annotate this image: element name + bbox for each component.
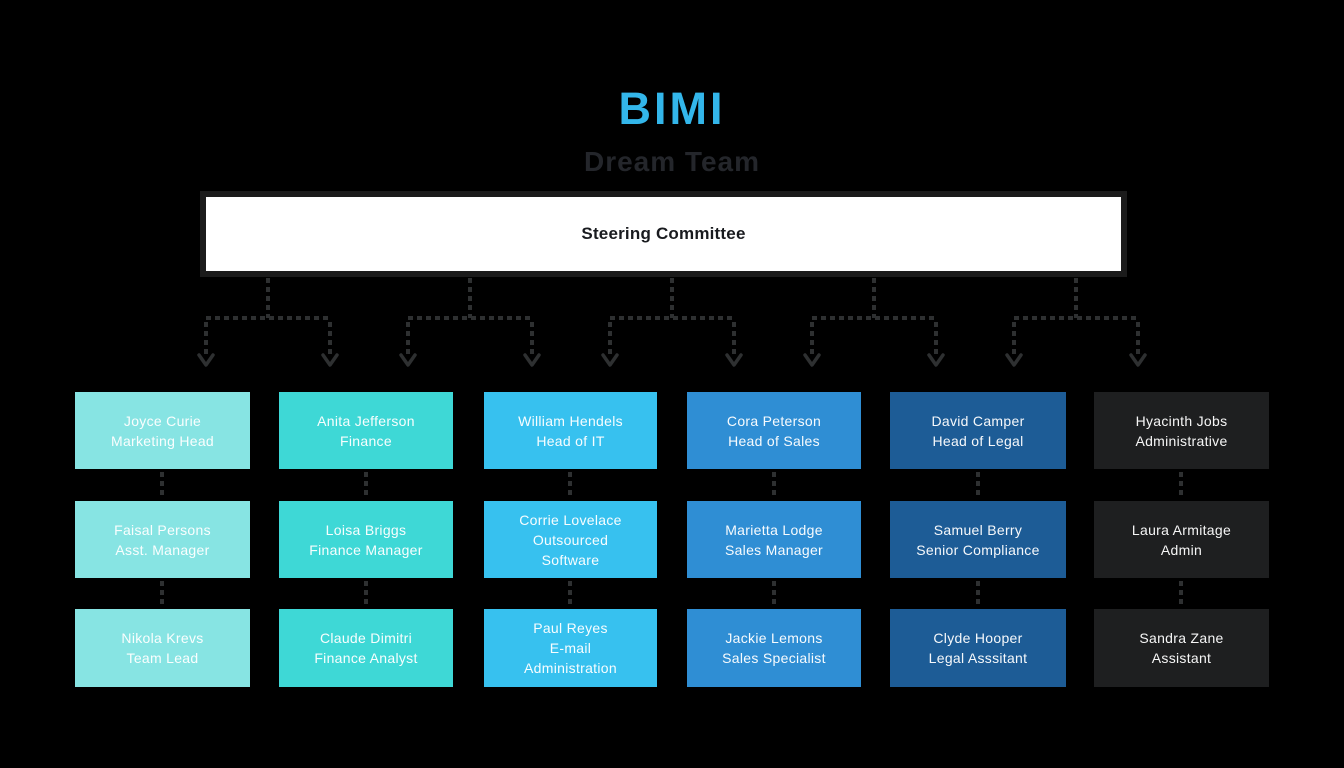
member-role: Finance Analyst [314,650,418,666]
member-name: Laura Armitage [1131,521,1232,538]
member-name: William Hendels [518,412,623,429]
member-name: Marietta Lodge [725,521,823,538]
member-role: Legal Asssitant [928,650,1028,666]
org-title: BIMI [618,83,726,134]
member-role: Head of Sales [728,432,820,449]
member-role: Head of Legal [932,432,1024,449]
member-role: Outsourced Software [532,531,609,568]
member-role: Senior Compliance [916,541,1040,558]
arrowhead-chevrons [197,353,1147,367]
member-role: Team Lead [126,650,199,666]
member-name: Nikola Krevs [121,630,204,646]
member-name: David Camper [931,412,1025,429]
member-name: Paul Reyes [533,620,608,636]
member-role: Head of IT [536,432,605,449]
member-name: Jackie Lemons [725,630,823,646]
steering-committee-box: Steering Committee [200,191,1127,277]
member-name: Claude Dimitri [319,630,413,646]
member-name: Hyacinth Jobs [1135,412,1228,429]
member-name: Loisa Briggs [325,521,407,538]
member-name: Clyde Hooper [933,630,1023,646]
member-role: Assistant [1151,650,1212,666]
member-name: Samuel Berry [933,521,1023,538]
member-role: Administrative [1135,432,1228,449]
member-name: Cora Peterson [726,412,822,429]
steering-committee-label: Steering Committee [581,224,746,243]
member-role: Marketing Head [110,432,215,449]
member-name: Joyce Curie [123,412,202,429]
member-name: Corrie Lovelace [519,511,622,528]
member-role: Sales Specialist [722,650,826,666]
member-role: Finance Manager [309,541,423,558]
member-role: E-mail Administration [524,640,617,676]
member-role: Asst. Manager [115,541,210,558]
member-name: Faisal Persons [114,521,211,538]
member-role: Finance [340,432,392,449]
member-role: Admin [1160,541,1203,558]
member-role: Sales Manager [724,541,824,558]
member-name: Sandra Zane [1139,630,1224,646]
dashed-connector-path [160,278,1183,606]
org-subtitle: Dream Team [583,146,760,177]
member-name: Anita Jefferson [317,412,415,429]
